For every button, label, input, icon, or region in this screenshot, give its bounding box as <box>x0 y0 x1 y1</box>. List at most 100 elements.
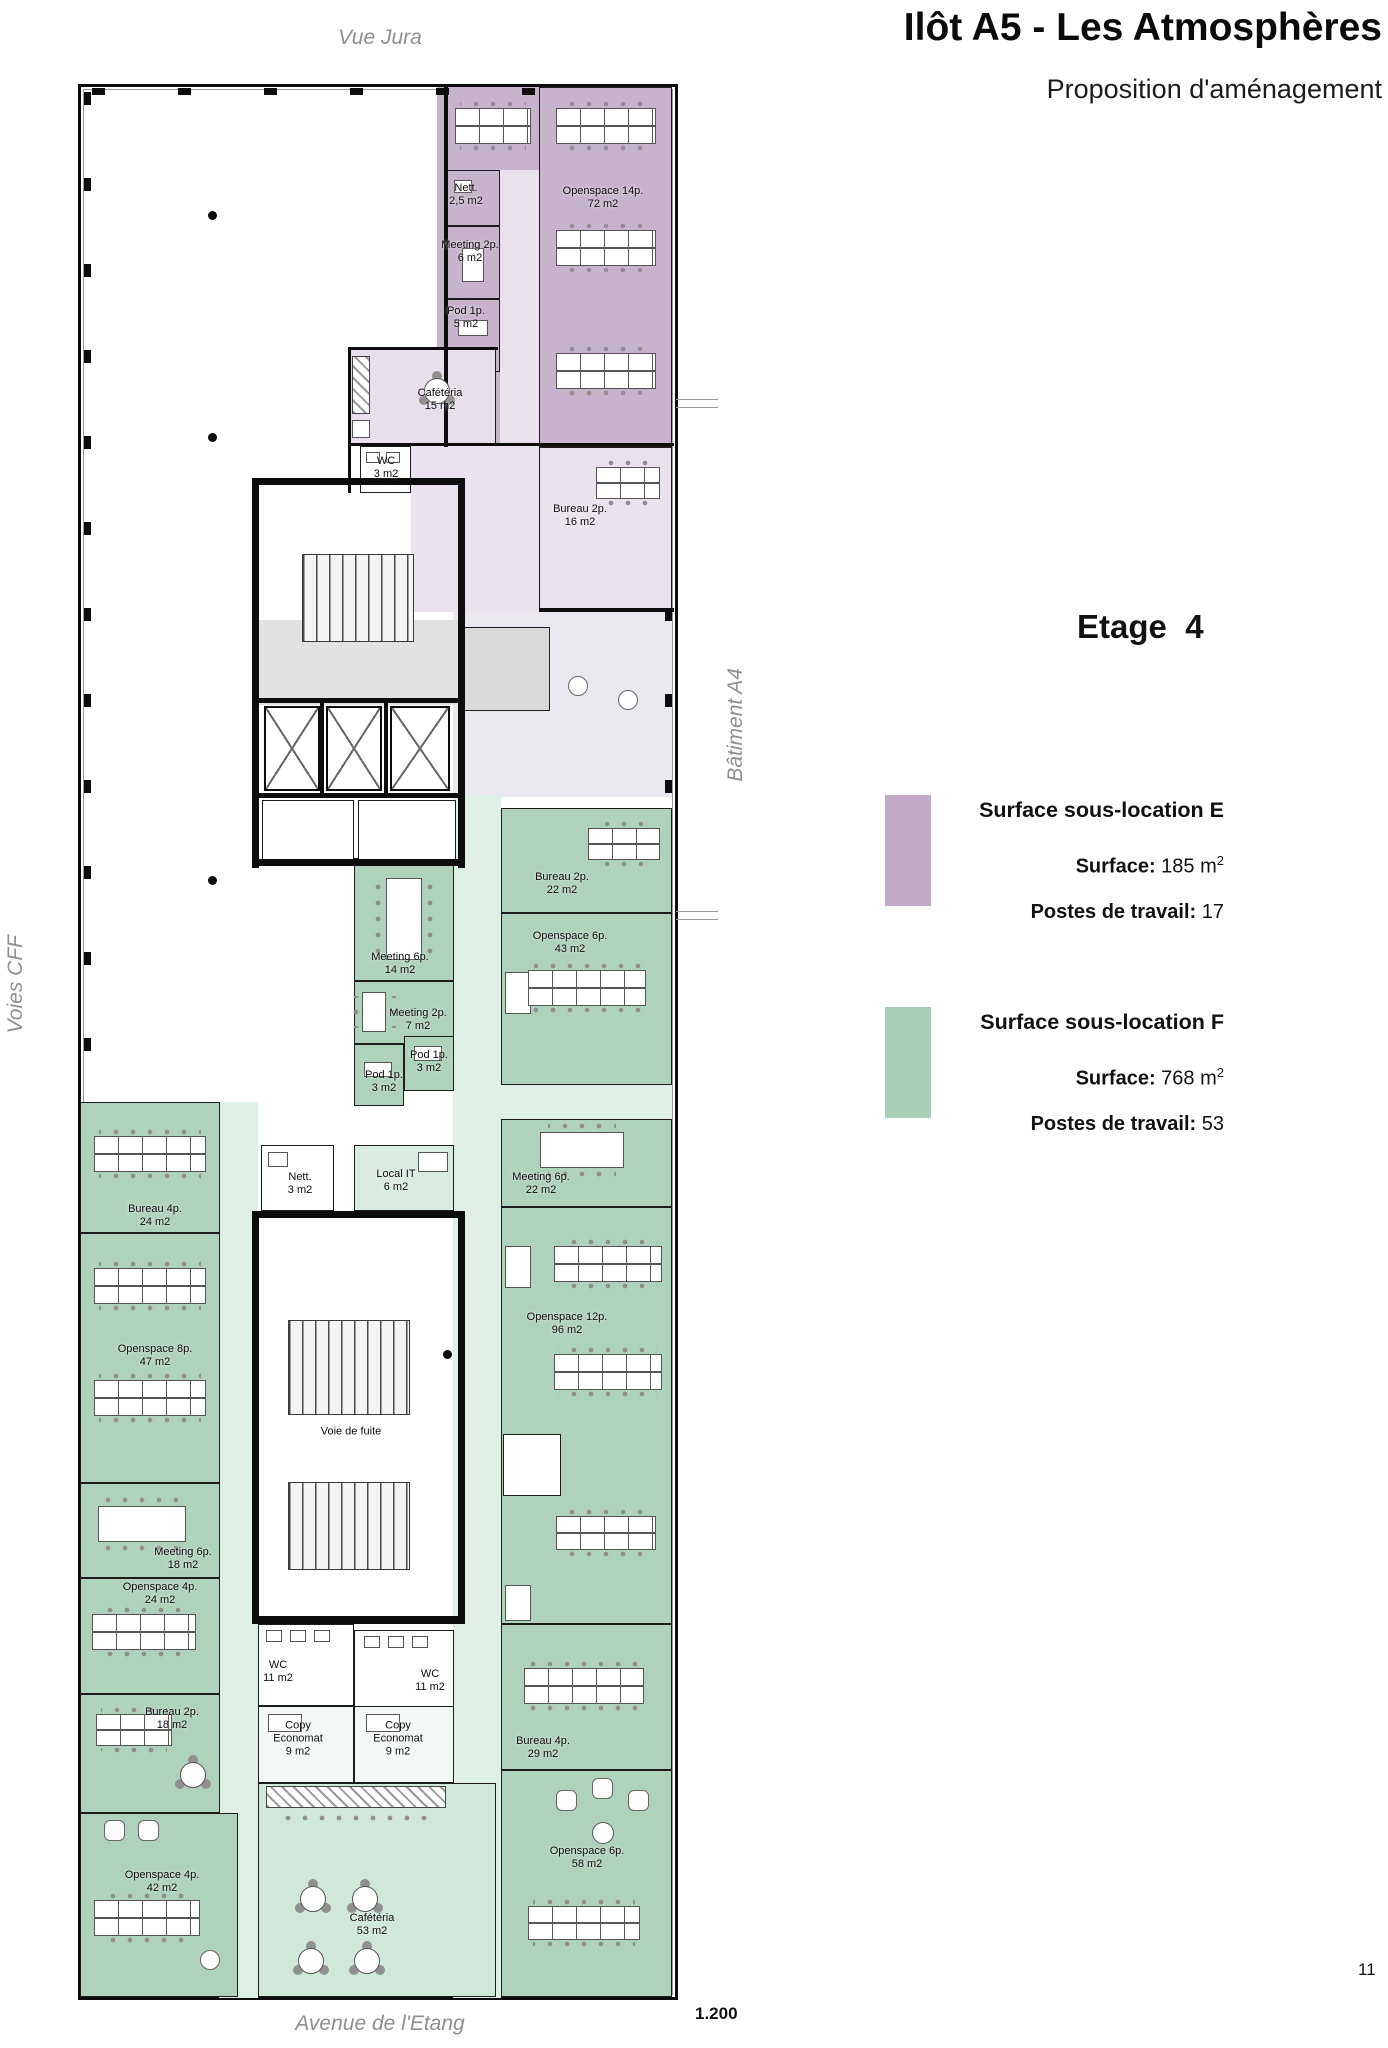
zone-e-corridor <box>500 170 540 448</box>
wc-fixture <box>366 452 380 463</box>
desk-cluster <box>524 1660 644 1712</box>
room-label-openspace-6p-58: Openspace 6p. 58 m2 <box>549 1845 625 1870</box>
wall-segment <box>348 349 351 493</box>
room-label-cafeteria-53: Cafétéria 53 m2 <box>349 1912 395 1937</box>
pod-desk <box>414 1046 442 1061</box>
lounge-chair <box>618 690 638 710</box>
cafeteria-counter <box>266 1786 446 1808</box>
chairs-row <box>274 1814 438 1822</box>
desk-cluster <box>554 1238 662 1290</box>
chairs-row <box>99 1260 201 1268</box>
legend-zone-f-postes: Postes de travail: 53 <box>1030 1112 1224 1135</box>
core-room-b <box>358 800 456 860</box>
desk <box>528 970 646 1006</box>
chairs-row <box>533 962 641 970</box>
lounge-chair <box>200 1950 220 1970</box>
room-label-pod-1p-3-b: Pod 1p. 3 m2 <box>410 1049 448 1074</box>
elevator <box>326 706 382 791</box>
meeting-table <box>98 1506 186 1542</box>
chairs-row <box>533 1940 635 1948</box>
wall-segment <box>252 1211 465 1218</box>
wall-segment <box>252 859 465 866</box>
chairs-row <box>593 820 655 828</box>
copier-fixture <box>366 1714 400 1732</box>
wall-segment <box>348 443 674 446</box>
desk-cluster <box>556 1508 656 1558</box>
chairs-row <box>533 1898 635 1906</box>
room-label-bureau-2p-18: Bureau 2p. 18 m2 <box>145 1706 199 1731</box>
room-label-cafeteria-15: Cafétéria 15 m2 <box>417 387 463 412</box>
pod-desk <box>364 1062 392 1077</box>
wc-fixture <box>314 1630 330 1642</box>
room-label-bureau-4p-24: Bureau 4p. 24 m2 <box>128 1203 182 1228</box>
chairs-row <box>559 1238 657 1246</box>
avenue-etang-label: Avenue de l'Etang <box>295 2012 465 2035</box>
desk-cluster <box>94 1260 206 1312</box>
wall-segment <box>258 793 458 798</box>
legend-zone-e-surface: Surface: 185 m2 <box>1075 853 1224 878</box>
wall-segment <box>252 478 465 485</box>
desk <box>596 467 660 499</box>
stairs <box>302 554 414 642</box>
chairs-column <box>426 884 434 954</box>
desk <box>588 828 660 860</box>
chairs-row <box>559 1346 657 1354</box>
legend-swatch-zone-e <box>885 795 931 906</box>
round-table <box>352 1886 378 1912</box>
meeting-table <box>362 992 386 1032</box>
coffee-table <box>592 1822 614 1844</box>
room-label-meeting-2p-7: Meeting 2p. 7 m2 <box>389 1007 447 1032</box>
chairs-row <box>529 1660 639 1668</box>
meeting-table <box>462 248 484 282</box>
room-label-bureau-2p-16: Bureau 2p. 16 m2 <box>553 503 607 528</box>
elevator <box>390 706 450 791</box>
wall-segment <box>539 608 674 612</box>
wc-fixture <box>266 1630 282 1642</box>
desk <box>94 1380 206 1416</box>
room-label-voie-de-fuite: Voie de fuite <box>320 1425 382 1438</box>
cabinet-fixture <box>505 972 531 1014</box>
chairs-column <box>374 884 382 954</box>
chairs-row <box>529 1704 639 1712</box>
round-table <box>180 1762 206 1788</box>
desk-cluster <box>554 1346 662 1398</box>
chairs-row <box>561 1550 651 1558</box>
room-label-bureau-4p-29: Bureau 4p. 29 m2 <box>516 1735 570 1760</box>
room-label-openspace-8p-47: Openspace 8p. 47 m2 <box>117 1343 193 1368</box>
chairs-row <box>561 1508 651 1516</box>
wc-fixture <box>386 452 400 463</box>
chairs-row <box>99 1172 201 1180</box>
column-dot <box>208 433 217 442</box>
wall-segment <box>458 1211 465 1624</box>
wc-fixture <box>290 1630 306 1642</box>
room-label-copy-economat-a: Copy Economat 9 m2 <box>273 1719 323 1758</box>
scale-label: 1.200 <box>695 2004 738 2023</box>
legend-zone-e-title: Surface sous-location E <box>979 798 1224 822</box>
voies-cff-label: Voies CFF <box>4 935 27 1034</box>
desk <box>455 108 531 144</box>
room-label-pod-1p-5: Pod 1p. 5 m2 <box>447 305 485 330</box>
desk <box>94 1136 206 1172</box>
room-label-wc-3: WC 3 m2 <box>373 455 399 480</box>
wc-fixture <box>388 1636 404 1648</box>
chairs-row <box>460 144 526 152</box>
chairs-row <box>561 222 651 230</box>
legend-zone-f-surface: Surface: 768 m2 <box>1075 1065 1224 1090</box>
room-label-openspace-4p-42: Openspace 4p. 42 m2 <box>124 1869 200 1894</box>
round-table <box>300 1886 326 1912</box>
desk-cluster <box>556 222 656 274</box>
chairs-row <box>97 1606 191 1614</box>
desk-cluster <box>94 1128 206 1180</box>
chairs-row <box>106 1544 178 1552</box>
desk-cluster <box>596 459 660 507</box>
room-label-meeting-2p-top: Meeting 2p. 6 m2 <box>441 239 499 264</box>
kitchen-counter <box>352 356 370 414</box>
room-label-wc-11-b: WC 11 m2 <box>415 1668 445 1693</box>
desk <box>94 1900 200 1936</box>
core-room-a <box>262 800 354 860</box>
wall-segment <box>384 700 388 793</box>
page-title: Ilôt A5 - Les Atmosphères <box>903 6 1382 49</box>
section-mark <box>676 399 718 408</box>
zone-f-corridor-cross <box>453 1085 672 1119</box>
wall-segment <box>320 700 324 793</box>
